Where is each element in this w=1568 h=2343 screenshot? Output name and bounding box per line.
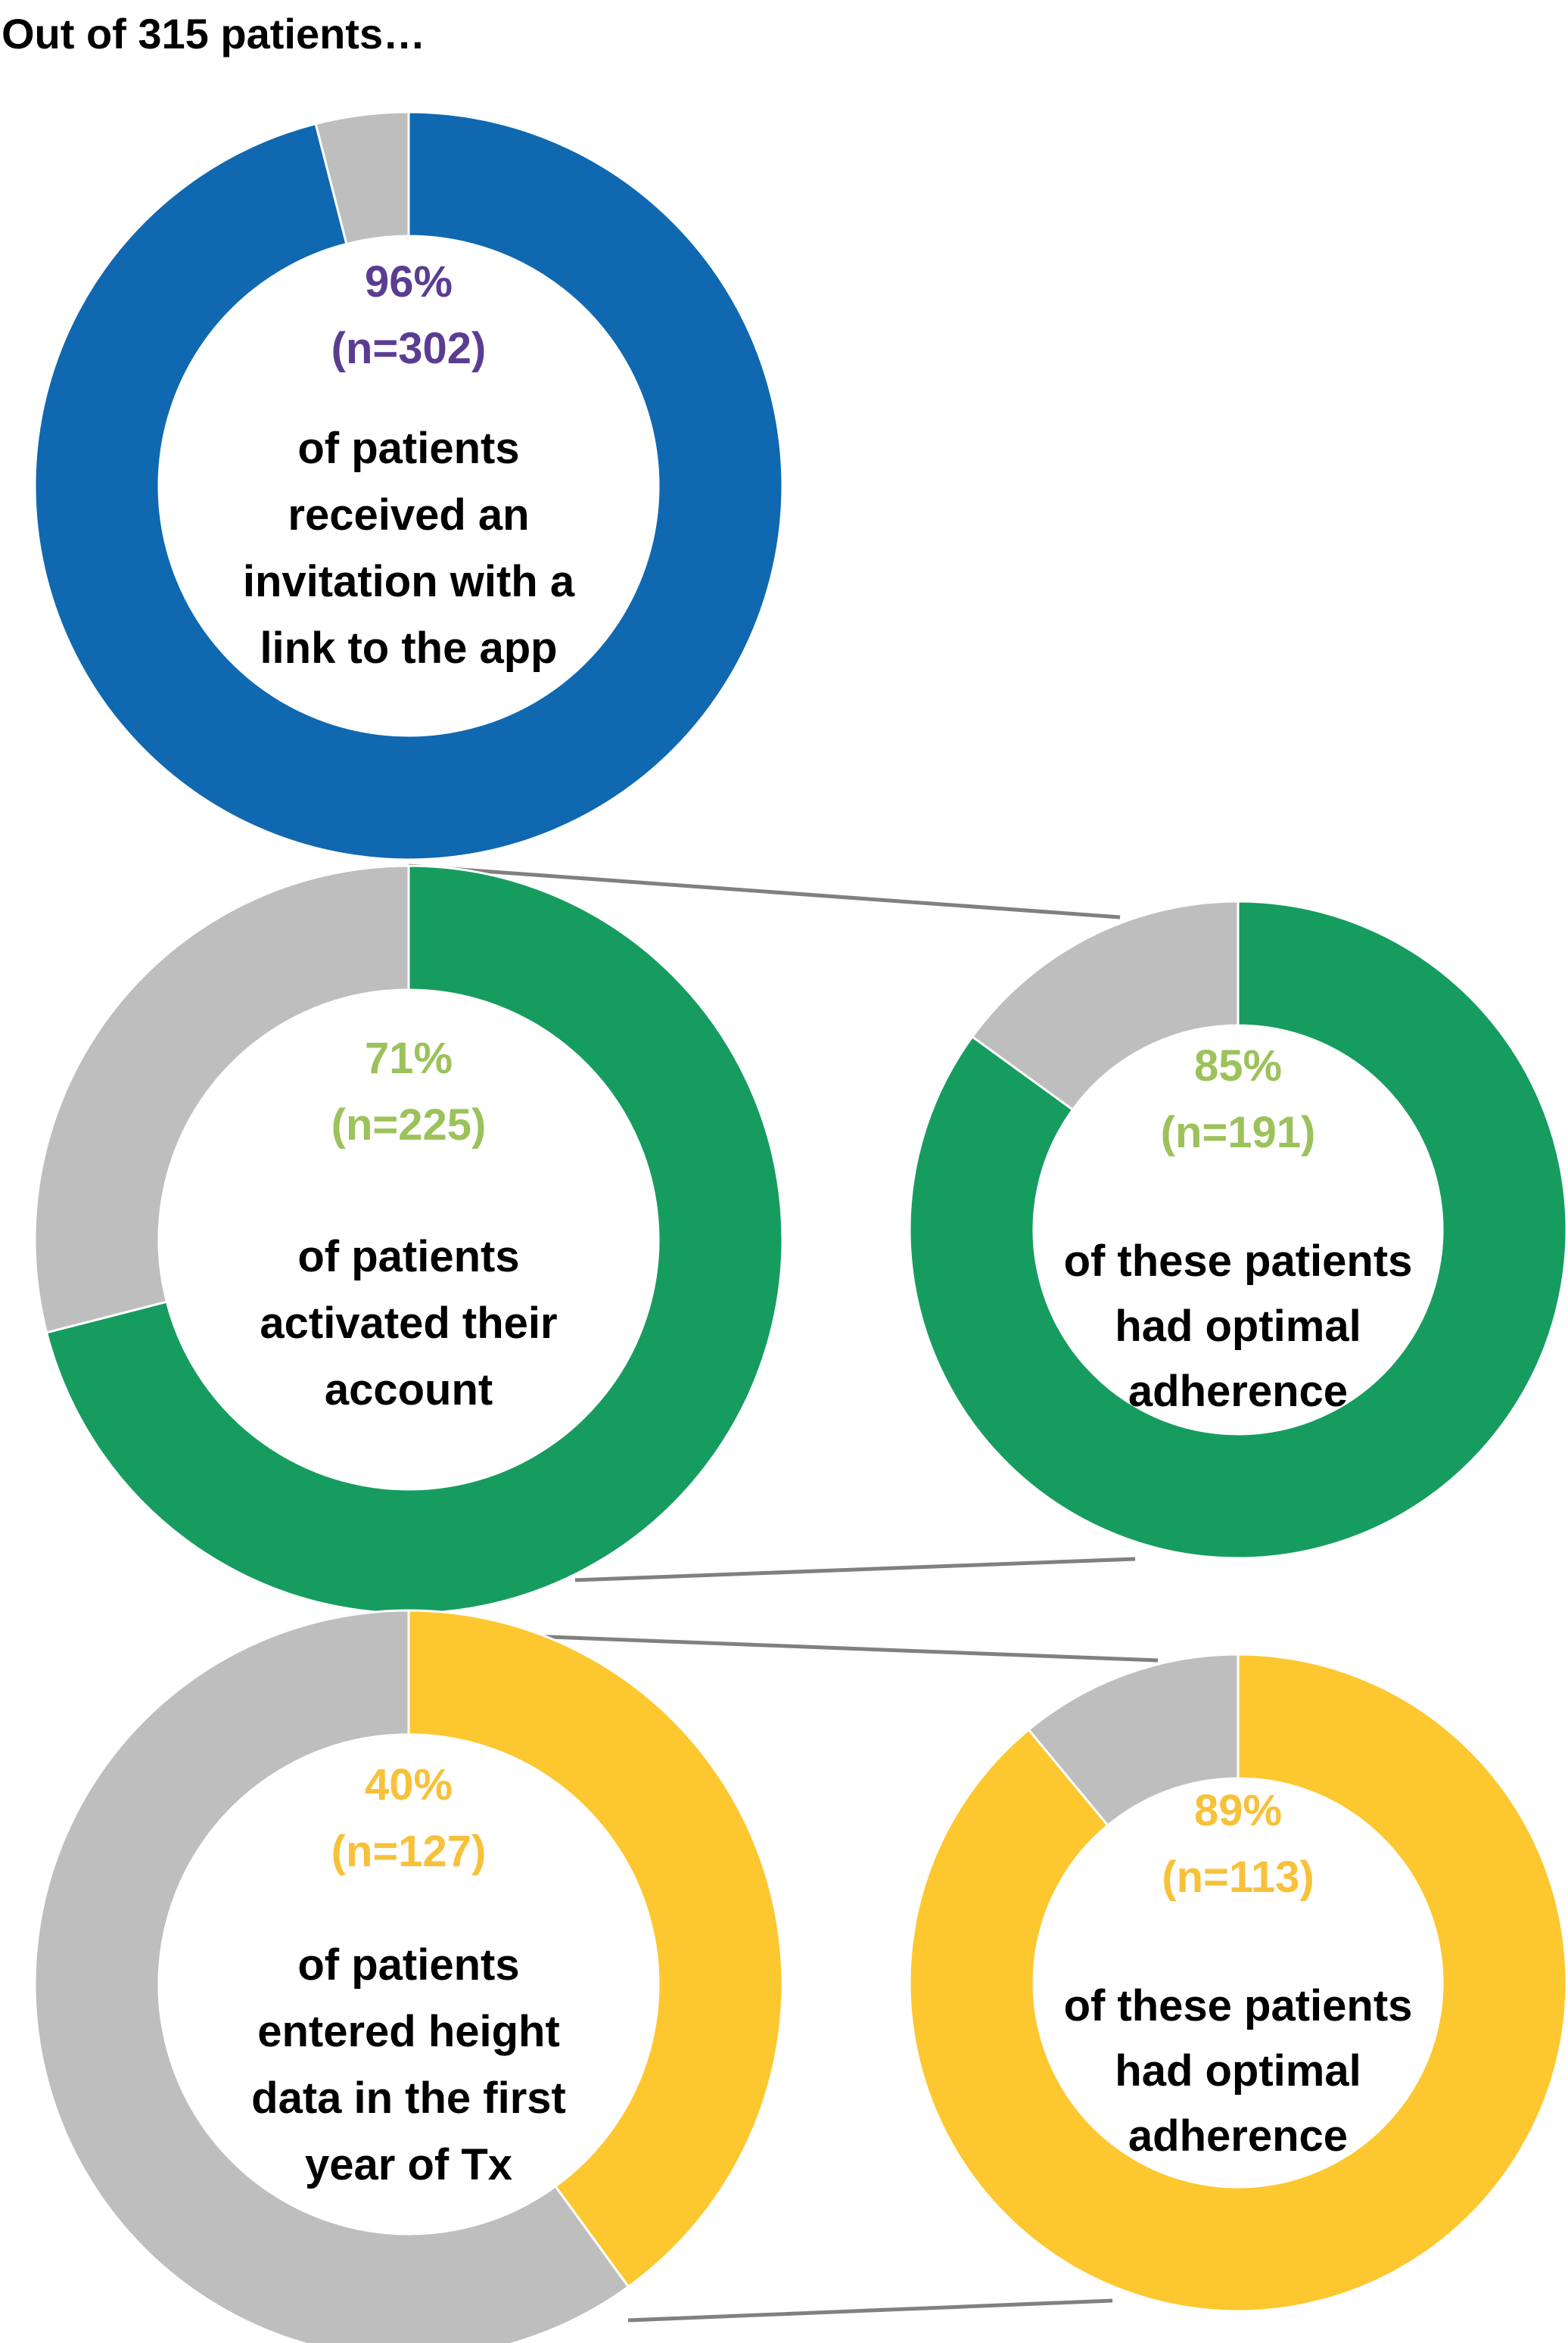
donut-4-n-label: (n=127) (331, 1827, 487, 1876)
donut-5-description-line: of these patients (1064, 1981, 1413, 2030)
donut-4-slice-remainder (33, 1609, 630, 2343)
donut-5-percent-label: 89% (1194, 1786, 1282, 1835)
donut-2-percent-label: 71% (365, 1034, 453, 1083)
connector-line-3 (529, 1634, 1159, 1663)
donut-2-description-line: of patients (297, 1232, 519, 1281)
donut-5-n-label: (n=113) (1162, 1853, 1314, 1902)
donut-2-description-line: activated their (260, 1299, 557, 1348)
donut-chart-5: 89% (n=113) of these patients had optimal ad… (908, 1653, 1568, 2313)
donut-chart-4: 40% (n=127) of patients entered height data … (33, 1609, 784, 2343)
donut-charts: 96% (n=302) of patients received an invitati… (33, 110, 1568, 2343)
donut-1-percent-label: 96% (365, 257, 453, 306)
donut-4-description-line: year of Tx (305, 2140, 512, 2189)
connector-lines (408, 863, 1159, 2323)
donut-1-description-line: received an (288, 490, 529, 540)
donut-4-description-line: entered height (257, 2007, 560, 2056)
connector-line-1 (408, 863, 1121, 919)
donut-2-slice-value (45, 864, 784, 1615)
donut-3-description-line: of these patients (1064, 1237, 1413, 1286)
donut-chart-2: 71% (n=225) of patients activated their acco… (33, 864, 784, 1615)
donut-2-description-line: account (325, 1365, 493, 1414)
donut-4-description-line: data in the first (251, 2074, 566, 2123)
donut-5-description-line: adherence (1128, 2111, 1348, 2161)
donut-chart-1: 96% (n=302) of patients received an invitati… (33, 110, 784, 861)
figure-title: Out of 315 patients… (2, 10, 425, 58)
donut-3-slice-remainder (970, 900, 1240, 1112)
donut-chart-3: 85% (n=191) of these patients had optimal ad… (908, 900, 1568, 1560)
donut-4-description-line: of patients (297, 1940, 519, 1990)
donut-5-slice-value (908, 1653, 1568, 2313)
donut-1-n-label: (n=302) (331, 324, 487, 373)
donut-3-description-line: adherence (1128, 1367, 1348, 1416)
donut-1-description-line: link to the app (260, 624, 557, 673)
donut-1-description-line: invitation with a (243, 557, 575, 606)
donut-2-slice-remainder (33, 864, 410, 1334)
donut-3-description-line: had optimal (1115, 1302, 1361, 1351)
donut-3-n-label: (n=191) (1161, 1108, 1316, 1157)
donut-1-slice-remainder (314, 110, 410, 246)
donut-4-slice-value (407, 1609, 784, 2289)
donut-5-description-line: had optimal (1115, 2046, 1361, 2096)
donut-1-description-line: of patients (297, 424, 519, 473)
donut-4-percent-label: 40% (365, 1760, 453, 1809)
donut-3-percent-label: 85% (1194, 1041, 1282, 1091)
connector-line-4 (627, 2298, 1113, 2323)
donut-5-slice-remainder (1027, 1653, 1240, 1828)
donut-1-slice-value (33, 110, 784, 861)
donut-2-n-label: (n=225) (331, 1100, 487, 1150)
donut-3-slice-value (908, 900, 1568, 1560)
connector-line-2 (574, 1557, 1136, 1582)
